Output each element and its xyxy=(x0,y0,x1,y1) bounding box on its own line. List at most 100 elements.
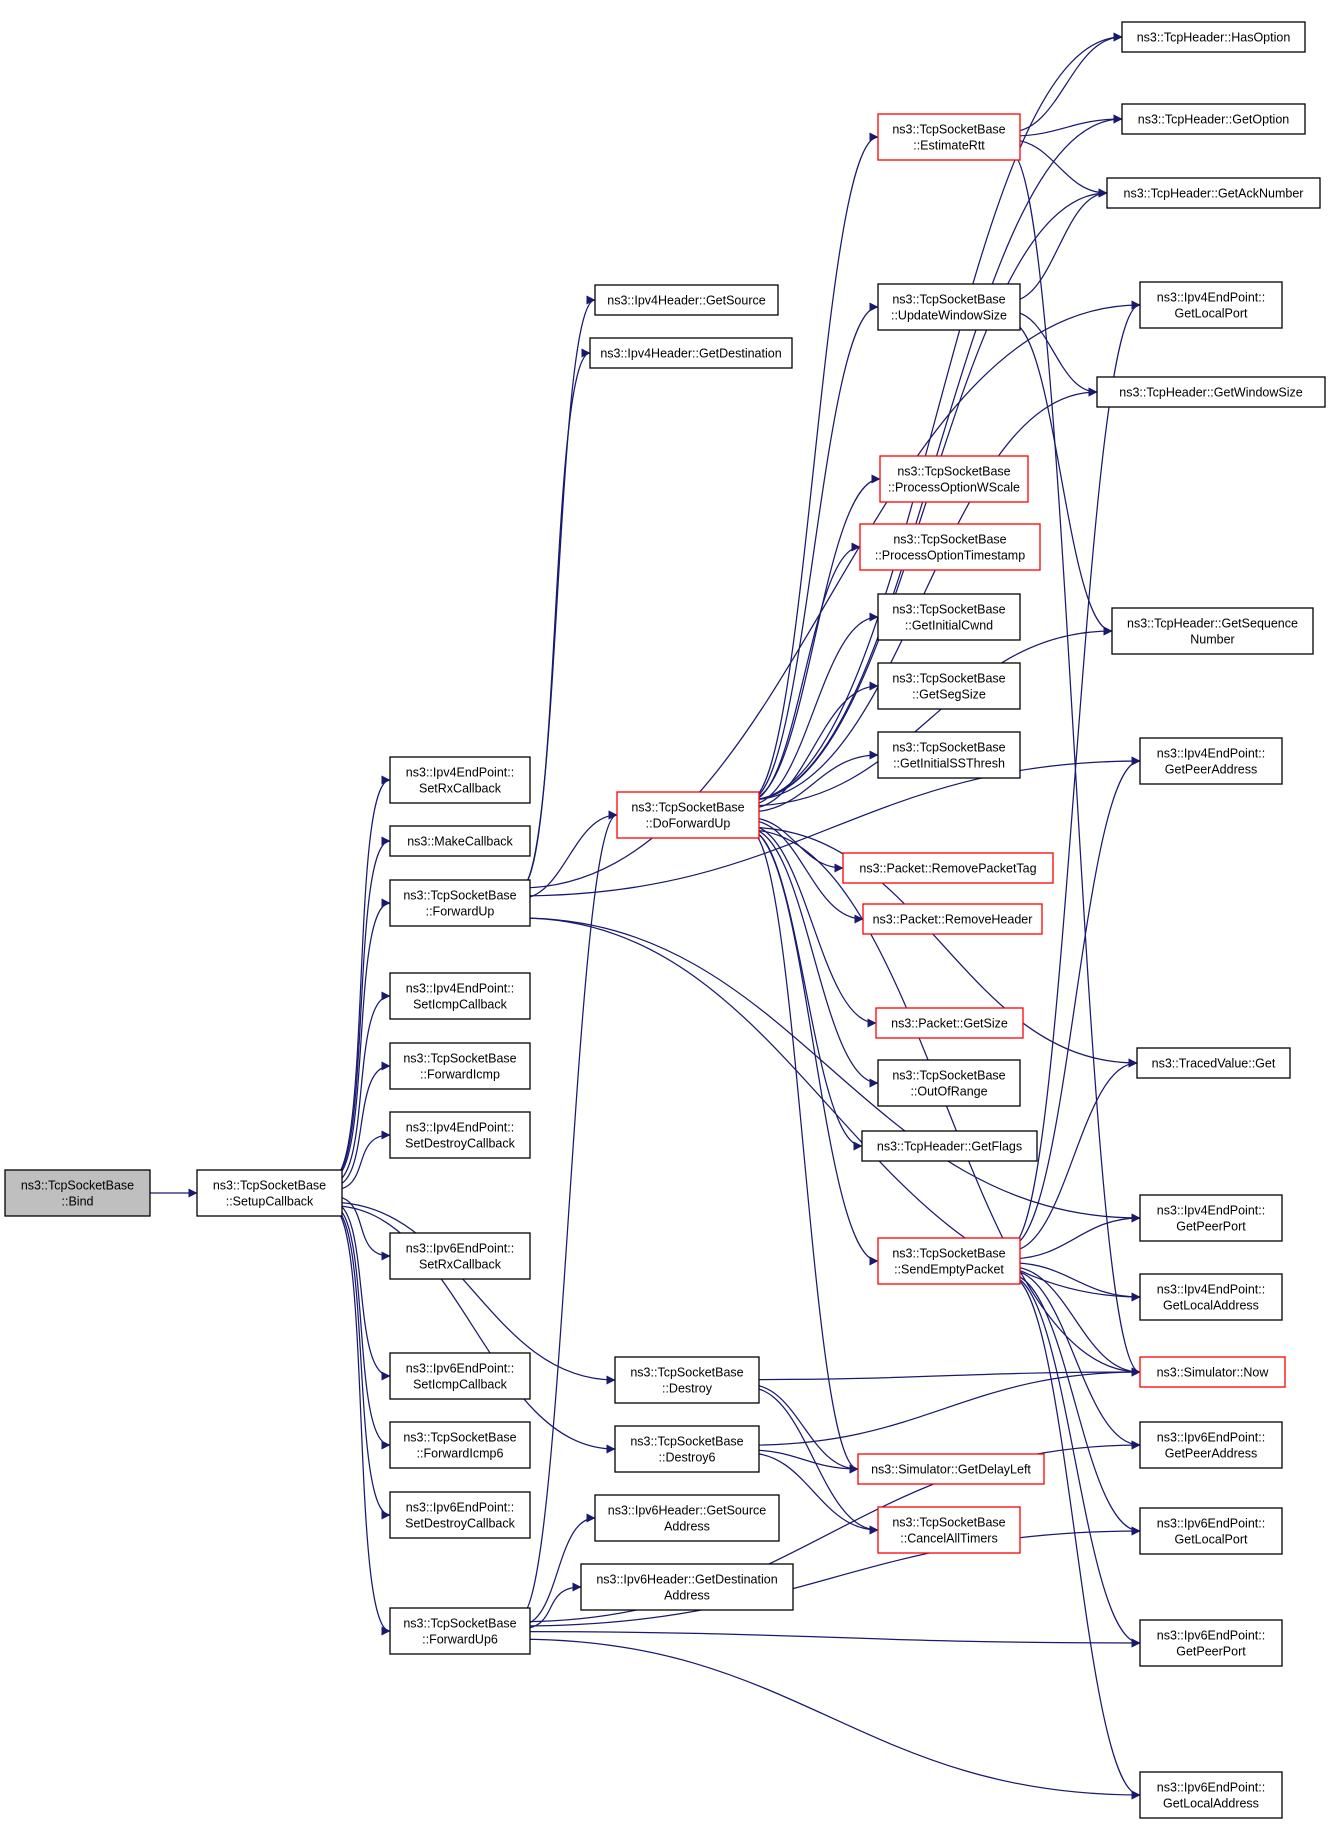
node-ipv4ep-setdestroycb[interactable]: ns3::Ipv4EndPoint::SetDestroyCallback xyxy=(389,1111,531,1159)
edge-sendemptypacket-to-ipv4ep_getpeerport xyxy=(1009,1213,1141,1260)
node-label: ns3::Packet::GetSize xyxy=(891,1017,1008,1031)
edge-doforwardup-to-getinitialssthresh xyxy=(748,750,879,813)
node-ipv4ep-getlocaladdress[interactable]: ns3::Ipv4EndPoint::GetLocalAddress xyxy=(1139,1273,1283,1321)
node-outofrange[interactable]: ns3::TcpSocketBase::OutOfRange xyxy=(877,1059,1021,1107)
node-box xyxy=(877,283,1021,331)
edge-sendemptypacket-to-ipv6ep_getpeeraddress xyxy=(1009,1269,1141,1450)
node-forwardup[interactable]: ns3::TcpSocketBase::ForwardUp xyxy=(389,879,531,927)
node-box xyxy=(614,1356,760,1404)
node-box xyxy=(861,1130,1038,1162)
edge-sendemptypacket-to-ipv4ep_getlocaladdress xyxy=(1009,1262,1141,1302)
node-removepackettag[interactable]: ns3::Packet::RemovePacketTag xyxy=(842,852,1054,884)
node-label: Number xyxy=(1190,633,1234,647)
node-label: ::Destroy xyxy=(662,1382,713,1396)
node-sim-getdelayleft[interactable]: ns3::Simulator::GetDelayLeft xyxy=(857,1453,1045,1485)
edge-setupcallback-to-forwardup6 xyxy=(331,1207,391,1636)
node-label: ::ProcessOptionTimestamp xyxy=(875,549,1025,563)
node-label: ns3::Ipv4EndPoint:: xyxy=(1157,1204,1265,1218)
node-cancelalltimers[interactable]: ns3::TcpSocketBase::CancelAllTimers xyxy=(877,1506,1021,1554)
node-estimatertt[interactable]: ns3::TcpSocketBase::EstimateRtt xyxy=(877,113,1021,161)
node-forwardup6[interactable]: ns3::TcpSocketBase::ForwardUp6 xyxy=(389,1607,531,1655)
node-ipv6ep-seticmpcb[interactable]: ns3::Ipv6EndPoint::SetIcmpCallback xyxy=(389,1352,531,1400)
node-box xyxy=(389,1607,531,1655)
node-label: ns3::Packet::RemoveHeader xyxy=(873,913,1033,927)
node-label: ::SendEmptyPacket xyxy=(894,1263,1004,1277)
node-getinitialcwnd[interactable]: ns3::TcpSocketBase::GetInitialCwnd xyxy=(877,593,1021,641)
node-box xyxy=(594,1494,780,1542)
node-box xyxy=(877,1059,1021,1107)
node-ipv4h-getdest[interactable]: ns3::Ipv4Header::GetDestination xyxy=(589,337,793,369)
node-forwardicmp6[interactable]: ns3::TcpSocketBase::ForwardIcmp6 xyxy=(389,1421,531,1469)
node-box xyxy=(875,1007,1024,1039)
node-ipv6ep-getlocaladdress[interactable]: ns3::Ipv6EndPoint::GetLocalAddress xyxy=(1139,1771,1283,1819)
node-packet-getsize[interactable]: ns3::Packet::GetSize xyxy=(875,1007,1024,1039)
node-box xyxy=(389,1421,531,1469)
edge-doforwardup-to-removepackettag xyxy=(748,817,844,873)
node-ipv6ep-getpeerport[interactable]: ns3::Ipv6EndPoint::GetPeerPort xyxy=(1139,1619,1283,1667)
node-label: ::CancelAllTimers xyxy=(900,1532,997,1546)
node-tcph-getoption[interactable]: ns3::TcpHeader::GetOption xyxy=(1121,103,1306,135)
node-ipv6ep-setdestroycb[interactable]: ns3::Ipv6EndPoint::SetDestroyCallback xyxy=(389,1491,531,1539)
node-tcph-getwindowsize[interactable]: ns3::TcpHeader::GetWindowSize xyxy=(1096,376,1326,408)
node-label: ns3::Packet::RemovePacketTag xyxy=(859,862,1036,876)
edge-destroy6-to-sim_now xyxy=(748,1367,1141,1446)
node-ipv4ep-getpeeraddress[interactable]: ns3::Ipv4EndPoint::GetPeerAddress xyxy=(1139,737,1283,785)
edge-forwardup-to-ipv4ep_getpeeraddress xyxy=(519,756,1141,897)
node-ipv6ep-getlocalport[interactable]: ns3::Ipv6EndPoint::GetLocalPort xyxy=(1139,1507,1283,1555)
node-label: ns3::TcpSocketBase xyxy=(892,672,1005,686)
edge-doforwardup-to-tcph_getseqnumber xyxy=(748,626,1113,807)
node-ipv6ep-getpeeraddress[interactable]: ns3::Ipv6EndPoint::GetPeerAddress xyxy=(1139,1421,1283,1469)
node-box xyxy=(196,1169,343,1217)
node-label: ::DoForwardUp xyxy=(646,817,731,831)
node-tcph-getacknumber[interactable]: ns3::TcpHeader::GetAckNumber xyxy=(1106,177,1321,209)
node-sendemptypacket[interactable]: ns3::TcpSocketBase::SendEmptyPacket xyxy=(877,1237,1021,1285)
node-destroy[interactable]: ns3::TcpSocketBase::Destroy xyxy=(614,1356,760,1404)
node-label: ns3::TcpSocketBase xyxy=(631,801,744,815)
edge-setupcallback-to-ipv6ep_seticmpcb xyxy=(331,1201,391,1381)
node-ipv4ep-seticmpcb[interactable]: ns3::Ipv4EndPoint::SetIcmpCallback xyxy=(389,972,531,1020)
node-forwardicmp[interactable]: ns3::TcpSocketBase::ForwardIcmp xyxy=(389,1042,531,1090)
node-updatewindowsize[interactable]: ns3::TcpSocketBase::UpdateWindowSize xyxy=(877,283,1021,331)
node-destroy6[interactable]: ns3::TcpSocketBase::Destroy6 xyxy=(614,1425,760,1473)
node-sim-now[interactable]: ns3::Simulator::Now xyxy=(1139,1356,1286,1388)
node-ipv4ep-getlocalport[interactable]: ns3::Ipv4EndPoint::GetLocalPort xyxy=(1139,281,1283,329)
node-label: ::Destroy6 xyxy=(659,1451,716,1465)
edge-setupcallback-to-ipv6ep_setrxcb xyxy=(331,1195,391,1261)
node-label: ns3::MakeCallback xyxy=(407,835,513,849)
node-box xyxy=(389,1042,531,1090)
node-removeheader[interactable]: ns3::Packet::RemoveHeader xyxy=(862,903,1043,935)
node-bind[interactable]: ns3::TcpSocketBase::Bind xyxy=(4,1169,151,1217)
node-ipv6ep-setrxcb[interactable]: ns3::Ipv6EndPoint::SetRxCallback xyxy=(389,1232,531,1280)
node-ipv4h-getsource[interactable]: ns3::Ipv4Header::GetSource xyxy=(594,284,779,316)
node-box xyxy=(1121,21,1306,53)
node-ipv4ep-setrxcb[interactable]: ns3::Ipv4EndPoint::SetRxCallback xyxy=(389,756,531,804)
node-label: ns3::Ipv4EndPoint:: xyxy=(406,1121,514,1135)
node-label: ns3::Ipv4EndPoint:: xyxy=(406,982,514,996)
node-box xyxy=(862,903,1043,935)
node-label: ns3::TcpSocketBase xyxy=(897,465,1010,479)
edge-destroy-to-sim_getdelayleft xyxy=(748,1383,859,1474)
node-processoptionwscale[interactable]: ns3::TcpSocketBase::ProcessOptionWScale xyxy=(879,455,1029,503)
edge-sendemptypacket-to-tracedvalue_get xyxy=(1009,1058,1138,1252)
node-label: GetLocalPort xyxy=(1175,307,1248,321)
node-processoptiontimestamp[interactable]: ns3::TcpSocketBase::ProcessOptionTimesta… xyxy=(859,523,1041,571)
node-getsegsize[interactable]: ns3::TcpSocketBase::GetSegSize xyxy=(877,662,1021,710)
node-tracedvalue-get[interactable]: ns3::TracedValue::Get xyxy=(1136,1047,1291,1079)
node-tcph-getflags[interactable]: ns3::TcpHeader::GetFlags xyxy=(861,1130,1038,1162)
edge-setupcallback-to-forwardicmp xyxy=(331,1061,391,1188)
node-doforwardup[interactable]: ns3::TcpSocketBase::DoForwardUp xyxy=(616,791,760,839)
node-box xyxy=(1139,1507,1283,1555)
node-label: SetRxCallback xyxy=(419,782,502,796)
node-ipv4ep-getpeerport[interactable]: ns3::Ipv4EndPoint::GetPeerPort xyxy=(1139,1194,1283,1242)
edge-forwardup-to-doforwardup xyxy=(519,810,618,900)
node-box xyxy=(1139,1421,1283,1469)
node-getinitialssthresh[interactable]: ns3::TcpSocketBase::GetInitialSSThresh xyxy=(877,731,1021,779)
node-setupcallback[interactable]: ns3::TcpSocketBase::SetupCallback xyxy=(196,1169,343,1217)
node-makecallback[interactable]: ns3::MakeCallback xyxy=(389,825,531,857)
edge-doforwardup-to-updatewindowsize xyxy=(748,302,879,801)
node-tcph-hasoption[interactable]: ns3::TcpHeader::HasOption xyxy=(1121,21,1306,53)
